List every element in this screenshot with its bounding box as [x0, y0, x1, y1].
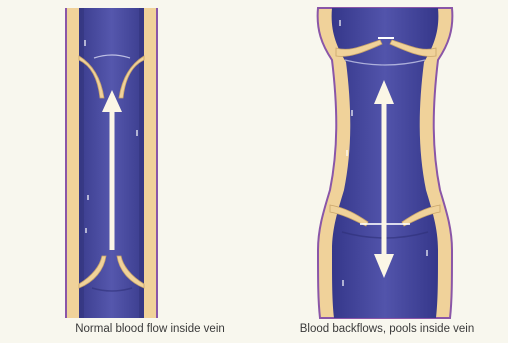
varicose-vein: [318, 8, 453, 318]
varicose-vein-caption: Blood backflows, pools inside vein: [270, 323, 504, 335]
normal-vein-caption: Normal blood flow inside vein: [34, 323, 266, 335]
normal-vein: [66, 8, 157, 318]
